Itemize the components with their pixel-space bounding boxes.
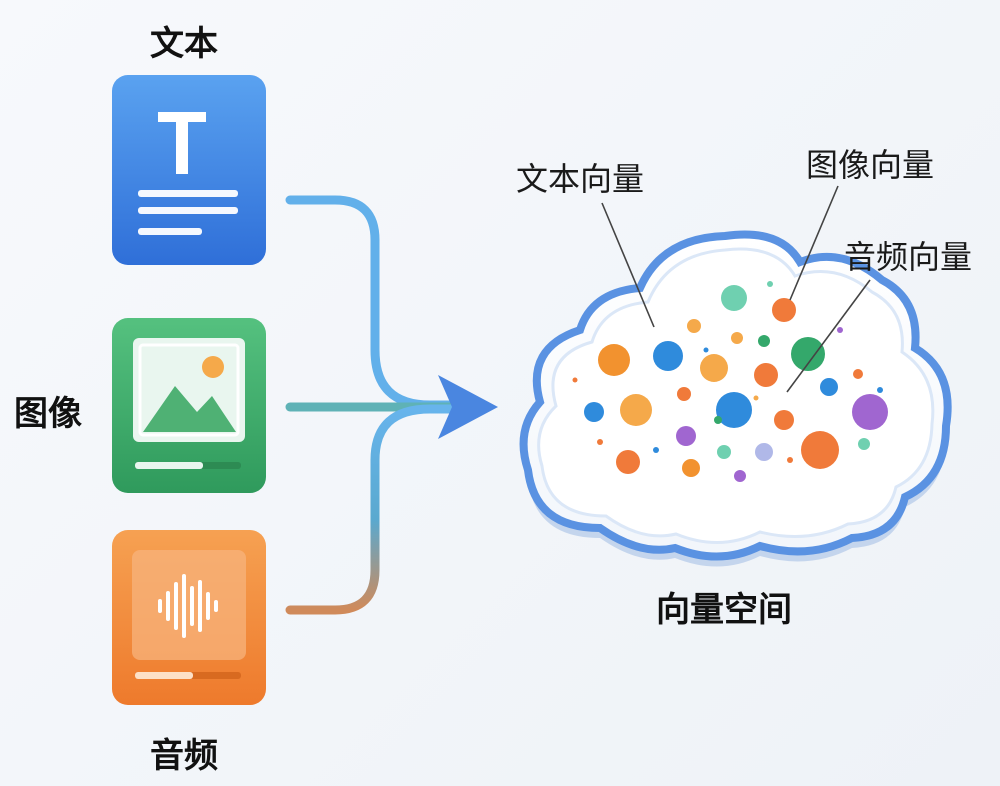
text-document-icon (138, 112, 238, 235)
vector-dot (677, 387, 691, 401)
leader-text-vector (601, 202, 655, 328)
vector-dot (731, 332, 743, 344)
vector-dot (721, 285, 747, 311)
vector-dot (682, 459, 700, 477)
arrow-head (438, 375, 498, 439)
vector-dot (572, 377, 578, 383)
vector-dot (820, 378, 838, 396)
vector-dot (754, 363, 778, 387)
vector-space-label: 向量空间 (656, 590, 792, 630)
vector-dot (616, 450, 640, 474)
vector-dot (877, 387, 883, 393)
text-input-label: 文本 (150, 24, 218, 64)
vector-dot (758, 335, 770, 347)
vector-dot (676, 426, 696, 446)
vector-dot (620, 394, 652, 426)
leader-audio-vector (786, 279, 871, 393)
text-card (112, 75, 266, 265)
vector-dot (597, 439, 603, 445)
vector-dot (703, 347, 709, 353)
vector-dot (852, 394, 888, 430)
audio-waveform-icon (132, 550, 246, 679)
merge-connector (285, 195, 498, 615)
audio-vector-label: 音频向量 (844, 238, 973, 276)
vector-dot (753, 395, 759, 401)
vector-dot (853, 369, 863, 379)
vector-dot (791, 337, 825, 371)
vector-dot (787, 457, 793, 463)
vector-dot (734, 470, 746, 482)
image-input-label: 图像 (14, 394, 82, 434)
vector-dot (653, 447, 659, 453)
connector-from-text (285, 195, 457, 410)
vector-dot (837, 327, 843, 333)
vector-dot (801, 431, 839, 469)
leader-lines (601, 185, 871, 393)
vector-dot (767, 281, 773, 287)
leader-image-vector (789, 185, 839, 301)
vector-dot (714, 416, 722, 424)
vector-dot (653, 341, 683, 371)
vector-dot (858, 438, 870, 450)
vector-dot (774, 410, 794, 430)
vector-dot (755, 443, 773, 461)
vector-dot (584, 402, 604, 422)
text-vector-label: 文本向量 (516, 160, 645, 198)
image-card (112, 318, 266, 493)
vector-dot (700, 354, 728, 382)
connector-from-audio (285, 404, 457, 615)
vector-dot (772, 298, 796, 322)
audio-input-label: 音频 (150, 736, 218, 776)
vector-dots (572, 281, 888, 482)
vector-dot (687, 319, 701, 333)
vector-dot (717, 445, 731, 459)
image-picture-icon (133, 338, 245, 469)
vector-dot (716, 392, 752, 428)
image-vector-label: 图像向量 (806, 146, 935, 184)
vector-dot (598, 344, 630, 376)
audio-card (112, 530, 266, 705)
